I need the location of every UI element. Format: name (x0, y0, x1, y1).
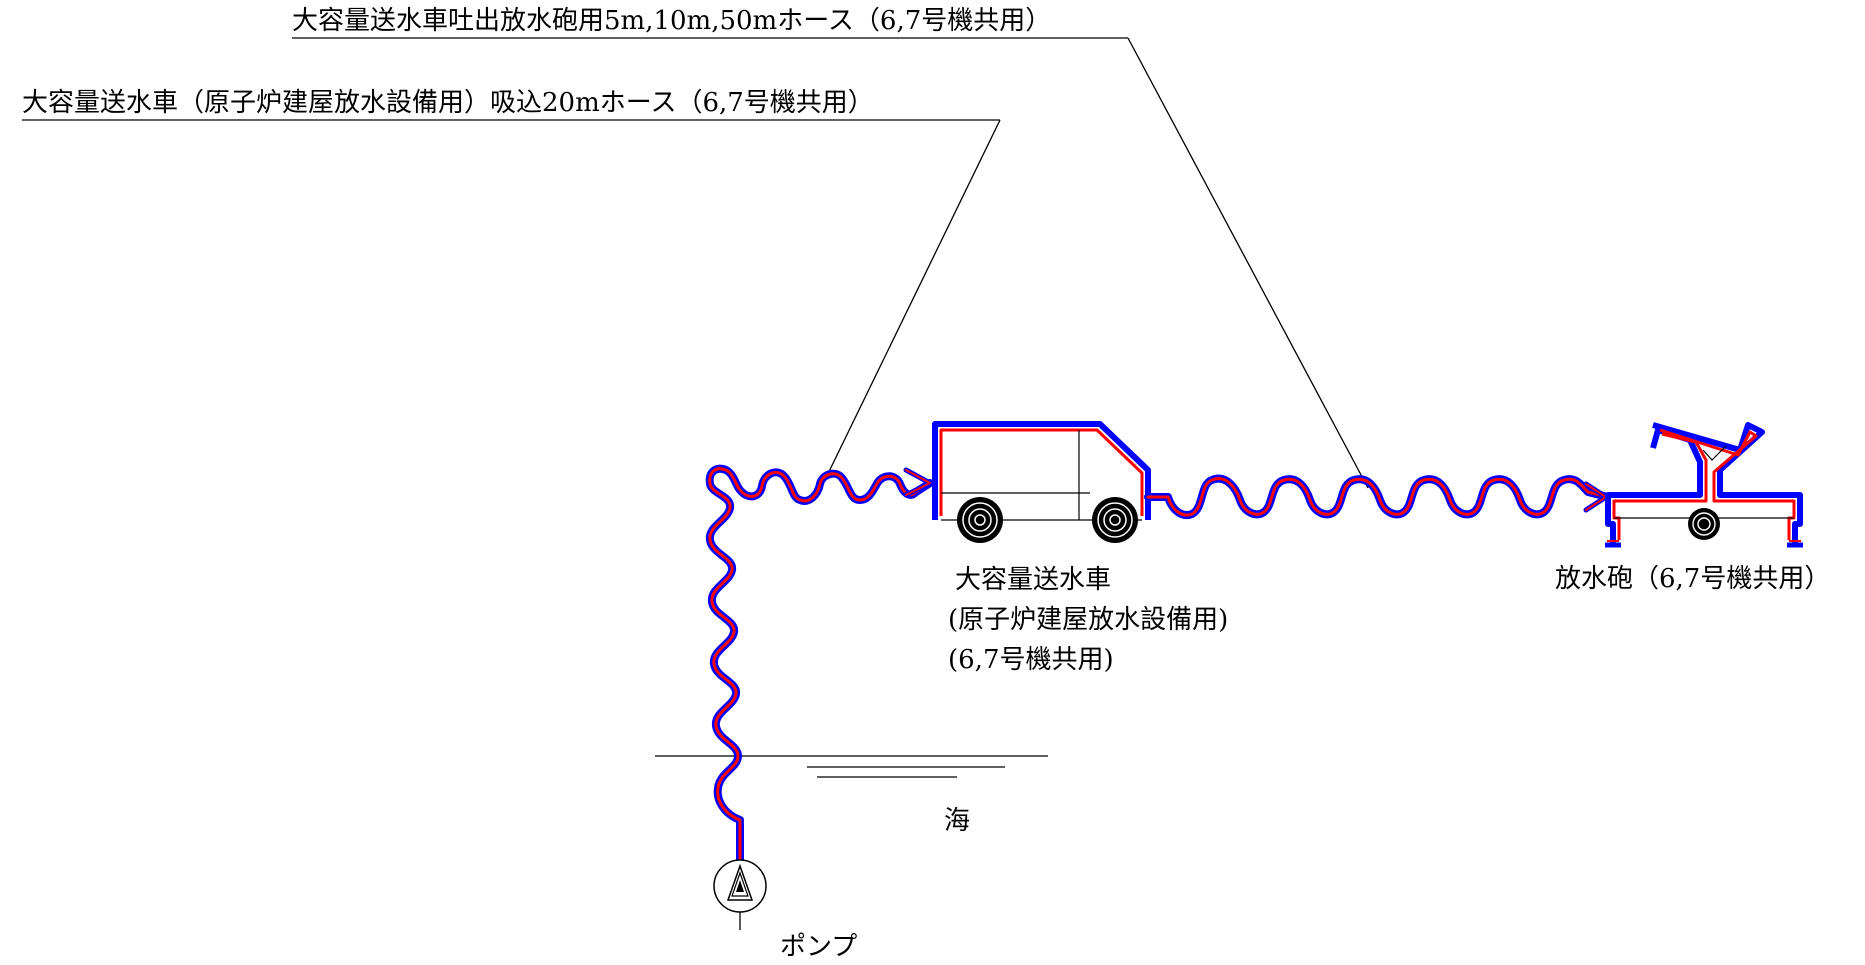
suction-hose-outer (705, 464, 934, 864)
suction-hose (705, 464, 934, 864)
callout-leaders (22, 37, 1369, 489)
truck-body-outer (932, 421, 1151, 520)
truck-label-line2: (原子炉建屋放水設備用) (948, 605, 1229, 635)
suction-hose-label: 大容量送水車（原子炉建屋放水設備用）吸込20mホース（6,7号機共用） (22, 88, 874, 118)
pump-label: ポンプ (780, 932, 858, 962)
suction-hose-leader (821, 119, 1001, 487)
cannon-nozzle-detail (1702, 445, 1727, 461)
sea-label: 海 (944, 806, 971, 836)
truck-icon (932, 421, 1151, 543)
discharge-hose-label: 大容量送水車吐出放水砲用5m,10m,50mホース（6,7号機共用） (292, 6, 1052, 36)
discharge-hose-inner (1146, 477, 1606, 517)
cannon-wheel (1688, 508, 1720, 540)
water-cannon-icon (1605, 422, 1803, 548)
truck-wheel-front (957, 497, 1003, 543)
suction-arrow-inner (905, 469, 931, 496)
discharge-hose (1144, 474, 1609, 519)
truck-label-line3: (6,7号機共用) (948, 645, 1114, 675)
discharge-hose-leader (1127, 37, 1369, 489)
suction-hose-inner (708, 467, 932, 862)
water-cannon-label: 放水砲（6,7号機共用） (1555, 564, 1831, 594)
sea-surface (655, 755, 1048, 778)
pump-icon (713, 859, 767, 930)
truck-wheel-rear (1092, 497, 1138, 543)
discharge-hose-outer (1144, 474, 1608, 519)
suction-arrow-outer (903, 467, 933, 498)
truck-body-inner (939, 428, 1144, 516)
truck-label-line1: 大容量送水車 (955, 565, 1112, 595)
